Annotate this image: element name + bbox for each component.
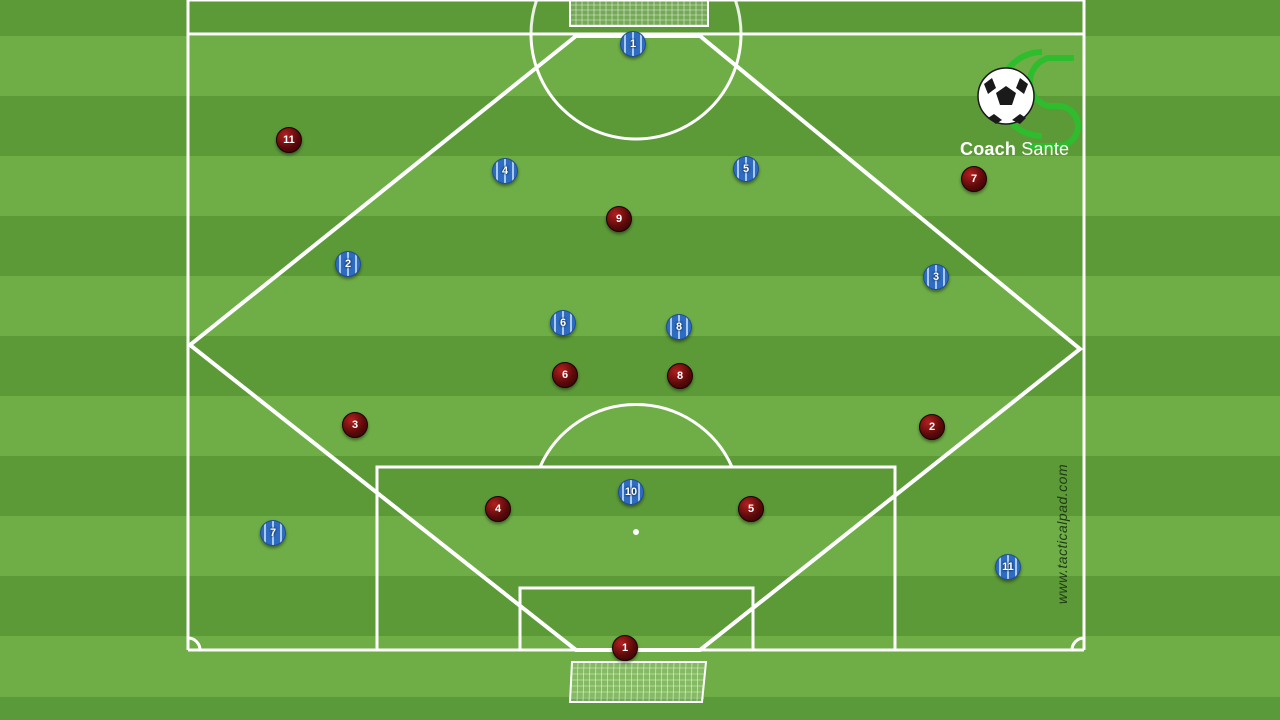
player-number: 6 xyxy=(559,317,567,329)
player-blue-10[interactable]: 10 xyxy=(618,479,644,505)
player-number: 1 xyxy=(621,642,629,654)
corner-arc-left xyxy=(187,636,202,651)
player-red-11[interactable]: 11 xyxy=(276,127,302,153)
player-blue-3[interactable]: 3 xyxy=(923,264,949,290)
player-red-4[interactable]: 4 xyxy=(485,496,511,522)
player-red-6[interactable]: 6 xyxy=(552,362,578,388)
player-number: 11 xyxy=(283,134,295,146)
player-number: 7 xyxy=(970,173,978,185)
player-number: 4 xyxy=(494,503,502,515)
goal-bottom xyxy=(568,661,708,703)
diamond-drill-area xyxy=(186,34,1084,652)
player-red-3[interactable]: 3 xyxy=(342,412,368,438)
player-number: 3 xyxy=(351,419,359,431)
grass-stripes xyxy=(0,36,1280,697)
player-number: 2 xyxy=(928,421,936,433)
player-number: 3 xyxy=(932,271,940,283)
player-blue-7[interactable]: 7 xyxy=(260,520,286,546)
tacticalpad-watermark: www.tacticalpad.com xyxy=(1054,463,1070,605)
coach-sante-logo xyxy=(977,49,1081,149)
player-number: 8 xyxy=(675,321,683,333)
penalty-arc xyxy=(538,403,734,468)
player-blue-1[interactable]: 1 xyxy=(620,31,646,57)
player-number: 6 xyxy=(561,369,569,381)
player-blue-6[interactable]: 6 xyxy=(550,310,576,336)
player-blue-5[interactable]: 5 xyxy=(733,156,759,182)
player-blue-11[interactable]: 11 xyxy=(995,554,1021,580)
logo-brand-text: Coach Sante xyxy=(960,139,1084,160)
player-number: 9 xyxy=(615,213,623,225)
corner-arc-right xyxy=(1070,636,1085,651)
player-red-7[interactable]: 7 xyxy=(961,166,987,192)
player-blue-8[interactable]: 8 xyxy=(666,314,692,340)
player-number: 1 xyxy=(629,38,637,50)
player-number: 5 xyxy=(742,163,750,175)
center-circle xyxy=(529,33,743,141)
player-blue-4[interactable]: 4 xyxy=(492,158,518,184)
player-number: 5 xyxy=(747,503,755,515)
penalty-spot xyxy=(633,529,639,535)
player-number: 10 xyxy=(624,486,638,498)
player-number: 4 xyxy=(501,165,509,177)
player-red-2[interactable]: 2 xyxy=(919,414,945,440)
player-red-8[interactable]: 8 xyxy=(667,363,693,389)
goal-top xyxy=(569,0,709,27)
player-red-1[interactable]: 1 xyxy=(612,635,638,661)
player-number: 7 xyxy=(269,527,277,539)
player-number: 8 xyxy=(676,370,684,382)
player-red-9[interactable]: 9 xyxy=(606,206,632,232)
player-blue-2[interactable]: 2 xyxy=(335,251,361,277)
player-red-5[interactable]: 5 xyxy=(738,496,764,522)
player-number: 11 xyxy=(1002,561,1014,573)
logo-brand-bold: Coach xyxy=(960,139,1017,159)
logo-brand-light: Sante xyxy=(1021,139,1070,159)
player-number: 2 xyxy=(344,258,352,270)
